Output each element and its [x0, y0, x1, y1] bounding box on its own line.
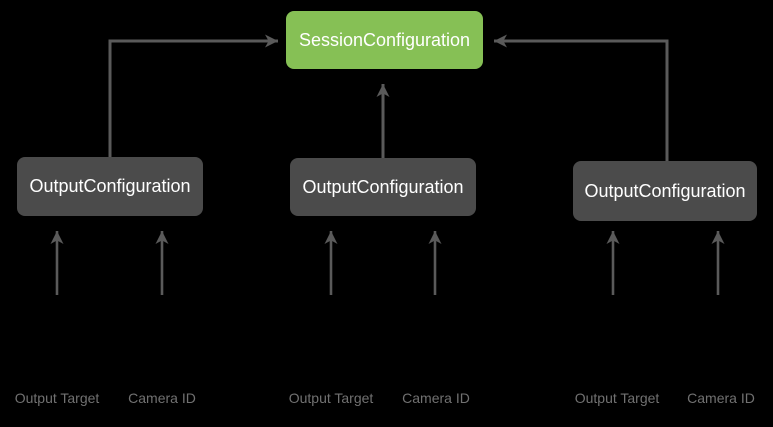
session-configuration-node: SessionConfiguration [286, 11, 483, 69]
arrow-output1-to-session [108, 34, 278, 158]
camera-id-label-2: Camera ID [402, 390, 470, 406]
output-configuration-node-2: OutputConfiguration [290, 158, 476, 216]
session-configuration-label: SessionConfiguration [298, 29, 471, 50]
camera-id-label-1: Camera ID [128, 390, 196, 406]
output-target-label-1: Output Target [14, 390, 100, 406]
output-configuration-label-2: OutputConfiguration [302, 176, 464, 197]
arrow-output3-to-session [494, 34, 669, 162]
output-target-label-2: Output Target [288, 390, 374, 406]
output-configuration-node-1: OutputConfiguration [17, 157, 203, 216]
output-configuration-label-1: OutputConfiguration [29, 176, 191, 196]
output-configuration-node-3: OutputConfiguration [573, 161, 757, 221]
output-configuration-label-3: OutputConfiguration [584, 180, 746, 201]
camera-id-label-3: Camera ID [687, 390, 755, 406]
output-target-label-3: Output Target [574, 390, 660, 406]
